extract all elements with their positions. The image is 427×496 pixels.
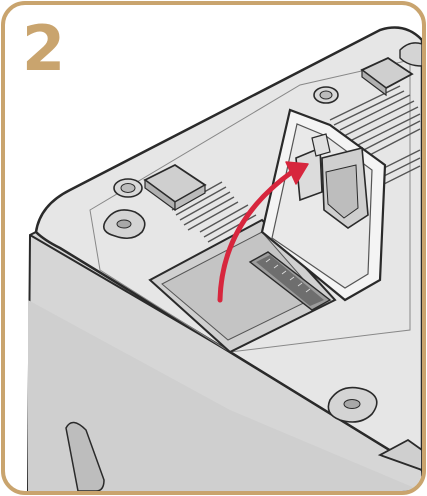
- bottom-panel-outline: [89, 59, 411, 353]
- screw-hole-top: [313, 86, 339, 104]
- mounting-slot-left: [102, 209, 146, 240]
- curved-arrow-icon: [217, 161, 309, 303]
- screw-hole-left: [113, 178, 143, 198]
- rubber-foot-top: [360, 56, 414, 97]
- card-connector: [248, 251, 332, 311]
- rubber-foot-left: [143, 163, 207, 212]
- mounting-slot-right: [327, 386, 378, 423]
- device-front-shadow: [28, 300, 422, 491]
- mounting-slot-top: [399, 42, 422, 67]
- rubber-foot-bottom: [377, 438, 422, 472]
- cover-latch-tab: [295, 146, 323, 202]
- step-number: 2: [22, 12, 66, 85]
- side-grip-recess: [65, 421, 105, 491]
